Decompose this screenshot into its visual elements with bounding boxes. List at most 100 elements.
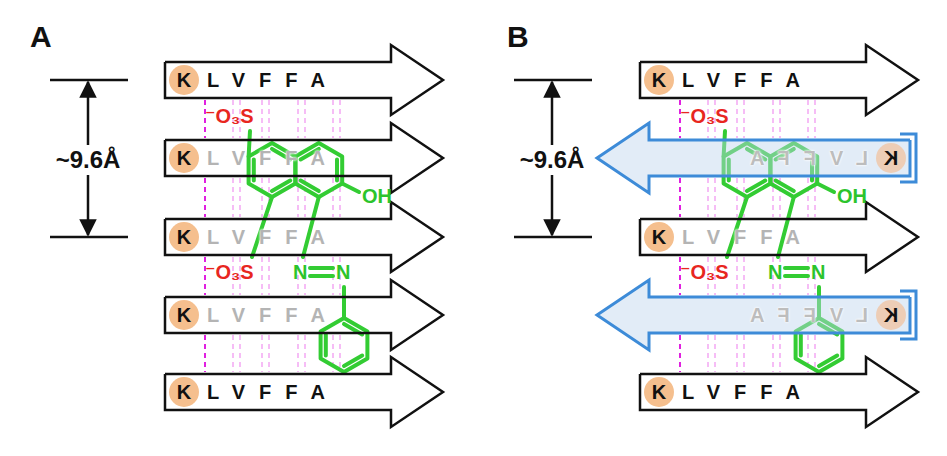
residue-letters: LVFFA bbox=[682, 226, 814, 249]
hydrogen-bond bbox=[297, 100, 299, 138]
strand-outline bbox=[165, 123, 443, 193]
strand-sequence: K LVFFA bbox=[169, 357, 339, 427]
residue-letters: LVFFA bbox=[682, 69, 814, 92]
lysine-residue: K bbox=[876, 143, 906, 173]
hydrogen-bond bbox=[736, 335, 738, 372]
hydrogen-bond bbox=[268, 100, 270, 138]
beta-strand: K LVFFA bbox=[165, 123, 443, 193]
hydrogen-bond bbox=[772, 335, 774, 372]
hydrogen-bond bbox=[304, 335, 306, 372]
hydrogen-bond bbox=[268, 257, 270, 295]
hydrogen-bond bbox=[297, 335, 299, 372]
hydrogen-bond bbox=[679, 335, 681, 372]
lysine-residue: K bbox=[169, 143, 199, 173]
hydrogen-bond bbox=[736, 178, 738, 217]
beta-strand: K LVFFA bbox=[165, 357, 443, 427]
strand-outline bbox=[640, 45, 918, 115]
strand-sequence: K LVFFA bbox=[736, 123, 906, 193]
hydrogen-bond bbox=[714, 178, 716, 217]
azo-nitrogen: N bbox=[768, 260, 782, 284]
residue-letters: LVFFA bbox=[682, 381, 814, 404]
hydrogen-bond bbox=[814, 100, 816, 138]
strand-sequence: K LVFFA bbox=[644, 202, 814, 272]
lysine-residue: K bbox=[644, 65, 674, 95]
hydrogen-bond bbox=[807, 100, 809, 138]
hydrogen-bond bbox=[707, 335, 709, 372]
azo-nitrogen: N bbox=[293, 260, 307, 284]
lysine-residue: K bbox=[169, 377, 199, 407]
panel-letter: B bbox=[507, 20, 529, 54]
strand-sequence: K LVFFA bbox=[169, 280, 339, 350]
hydrogen-bond bbox=[339, 100, 341, 138]
hydroxyl-group: OH bbox=[837, 184, 867, 208]
residue-letters: LVFFA bbox=[207, 304, 339, 327]
strand-sequence: K LVFFA bbox=[644, 45, 814, 115]
hydrogen-bond bbox=[714, 335, 716, 372]
dimension-marker bbox=[50, 80, 128, 237]
hydrogen-bond bbox=[261, 178, 263, 217]
strand-outline bbox=[165, 357, 443, 427]
hydroxyl-group: OH bbox=[362, 184, 392, 208]
hydrogen-bond bbox=[679, 178, 681, 217]
beta-strand: K LVFFA bbox=[165, 280, 443, 350]
panel-letter: A bbox=[30, 20, 52, 54]
beta-strand: K LVFFA bbox=[165, 45, 443, 115]
lysine-residue: K bbox=[169, 222, 199, 252]
strand-sequence: K LVFFA bbox=[644, 357, 814, 427]
residue-letters: LVFFA bbox=[207, 147, 339, 170]
hydrogen-bond bbox=[332, 100, 334, 138]
dimension-label: ~9.6Å bbox=[518, 145, 587, 175]
hydrogen-bond bbox=[743, 100, 745, 138]
hydrogen-bond bbox=[239, 335, 241, 372]
residue-letters: LVFFA bbox=[736, 304, 868, 327]
hydrogen-bond bbox=[339, 335, 341, 372]
lysine-residue: K bbox=[644, 377, 674, 407]
sulfonate-group: ⁻O₃S bbox=[205, 260, 254, 284]
beta-strand: K LVFFA bbox=[640, 45, 918, 115]
hydrogen-bond bbox=[707, 178, 709, 217]
lysine-residue: K bbox=[169, 300, 199, 330]
hydrogen-bond bbox=[304, 100, 306, 138]
hydrogen-bond bbox=[232, 178, 234, 217]
strand-outline bbox=[597, 123, 910, 193]
residue-letters: LVFFA bbox=[207, 226, 339, 249]
sulfonate-group: ⁻O₃S bbox=[680, 104, 729, 128]
hydrogen-bond bbox=[261, 100, 263, 138]
hydrogen-bond bbox=[779, 335, 781, 372]
residue-letters: LVFFA bbox=[736, 147, 868, 170]
azo-nitrogen: N bbox=[811, 260, 825, 284]
strand-sequence: K LVFFA bbox=[169, 123, 339, 193]
beta-strand: K LVFFA bbox=[640, 357, 918, 427]
hydrogen-bond bbox=[807, 178, 809, 217]
hydrogen-bond bbox=[239, 178, 241, 217]
hydrogen-bond bbox=[261, 257, 263, 295]
residue-letters: LVFFA bbox=[207, 69, 339, 92]
hydrogen-bond bbox=[743, 335, 745, 372]
hydrogen-bond bbox=[772, 100, 774, 138]
antiparallel-strand: K LVFFA bbox=[597, 123, 910, 193]
lysine-residue: K bbox=[644, 222, 674, 252]
residue-letters: LVFFA bbox=[207, 381, 339, 404]
sulfonate-group: ⁻O₃S bbox=[205, 104, 254, 128]
strand-sequence: K LVFFA bbox=[169, 45, 339, 115]
lysine-residue: K bbox=[876, 300, 906, 330]
hydrogen-bond bbox=[204, 335, 206, 372]
hydrogen-bond bbox=[743, 257, 745, 295]
azo-nitrogen: N bbox=[336, 260, 350, 284]
hydrogen-bond bbox=[736, 257, 738, 295]
dimension-marker bbox=[514, 80, 592, 237]
strand-sequence: K LVFFA bbox=[736, 280, 906, 350]
sulfonate-group: ⁻O₃S bbox=[680, 260, 729, 284]
hydrogen-bond bbox=[232, 335, 234, 372]
hydrogen-bond bbox=[268, 335, 270, 372]
hydrogen-bond bbox=[332, 178, 334, 217]
strand-outline bbox=[640, 357, 918, 427]
lysine-residue: K bbox=[169, 65, 199, 95]
strand-sequence: K LVFFA bbox=[169, 202, 339, 272]
hydrogen-bond bbox=[204, 178, 206, 217]
hydrogen-bond bbox=[779, 100, 781, 138]
hydrogen-bond bbox=[736, 100, 738, 138]
strand-outline bbox=[597, 280, 910, 350]
antiparallel-strand: K LVFFA bbox=[597, 280, 910, 350]
